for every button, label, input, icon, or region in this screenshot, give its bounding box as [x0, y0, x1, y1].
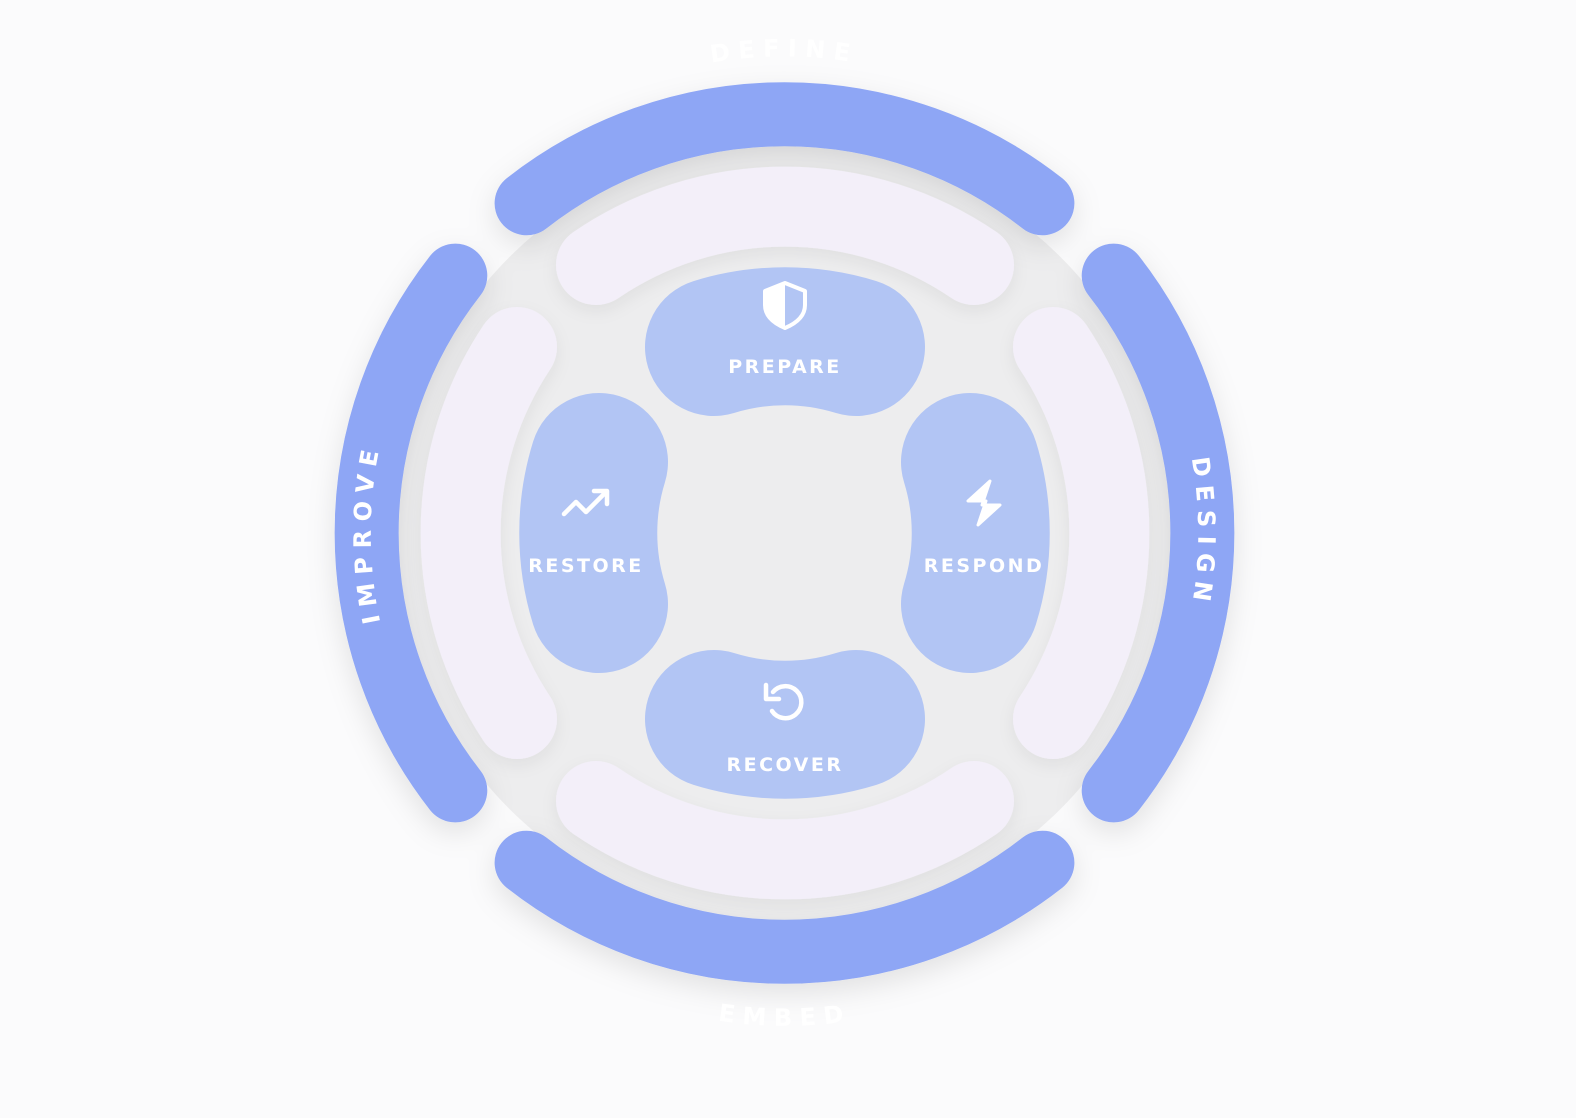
lightning-icon — [966, 479, 1002, 527]
outer-ring — [334, 82, 1235, 984]
outer-segment-define[interactable] — [494, 82, 1075, 236]
stage-label-prepare: PREPARE — [728, 356, 842, 378]
rotate-ccw-icon — [763, 682, 804, 721]
outer-segment-design[interactable] — [1081, 243, 1235, 823]
middle-segment-top — [556, 166, 1014, 305]
outer-label-embed: EMBED — [717, 999, 853, 1032]
middle-segment-right — [1013, 307, 1150, 759]
inner-petals — [519, 267, 1050, 799]
middle-segment-bottom — [556, 761, 1014, 900]
outer-segment-embed[interactable] — [494, 830, 1075, 984]
outer-segment-improve[interactable] — [334, 243, 488, 823]
petal-respond[interactable] — [901, 393, 1050, 673]
backdrop-disc — [395, 143, 1175, 923]
outer-label-define: DEFINE — [708, 34, 860, 68]
petal-prepare[interactable] — [645, 267, 925, 416]
stage-label-restore: RESTORE — [528, 555, 644, 577]
trending-up-icon — [561, 488, 610, 517]
middle-segment-left — [420, 307, 557, 759]
petal-restore[interactable] — [519, 393, 668, 673]
petal-recover[interactable] — [645, 650, 925, 799]
stage-label-respond: RESPOND — [924, 555, 1045, 577]
middle-ring — [420, 166, 1150, 900]
outer-label-improve: IMPROVE — [349, 440, 386, 627]
shield-icon — [763, 281, 807, 330]
stage-label-recover: RECOVER — [726, 754, 843, 776]
